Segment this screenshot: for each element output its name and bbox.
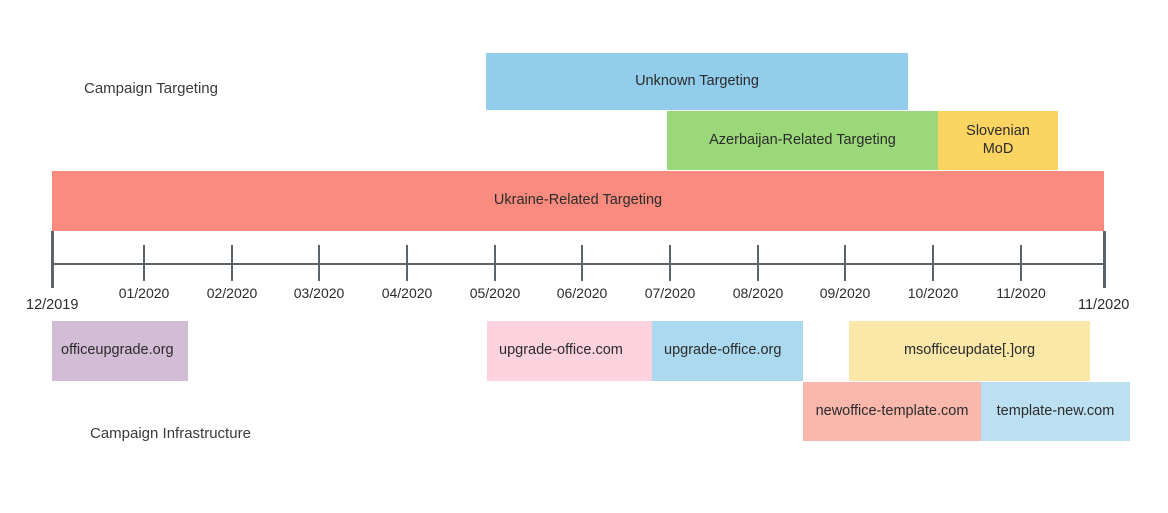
axis-tick-03-2020	[318, 245, 320, 281]
bar-label-azerbaijan-related-targeting: Azerbaijan-Related Targeting	[709, 131, 896, 148]
bar-label-template-new-com: template-new.com	[996, 402, 1115, 419]
axis-tick-label-04-2020: 04/2020	[381, 285, 433, 301]
axis-tick-02-2020	[231, 245, 233, 281]
axis-tick-11-2020	[1020, 245, 1022, 281]
bar-ukraine-related-targeting: Ukraine-Related Targeting	[52, 171, 1104, 231]
bar-newoffice-template-com: newoffice-template.com	[803, 382, 981, 441]
section-label-campaign-infrastructure: Campaign Infrastructure	[90, 425, 251, 442]
axis-tick-label-08-2020: 08/2020	[732, 285, 784, 301]
axis-tick-label-05-2020: 05/2020	[469, 285, 521, 301]
axis-start-label: 12/2019	[26, 297, 79, 313]
axis-tick-label-09-2020: 09/2020	[819, 285, 871, 301]
section-label-campaign-targeting: Campaign Targeting	[84, 80, 218, 97]
bar-label-officeupgrade-org: officeupgrade.org	[61, 342, 174, 359]
bar-slovenian-mod: Slovenian MoD	[938, 111, 1058, 170]
axis-tick-label-11-2020: 11/2020	[996, 285, 1046, 301]
axis-tick-06-2020	[581, 245, 583, 281]
axis-tick-08-2020	[757, 245, 759, 281]
axis-tick-01-2020	[143, 245, 145, 281]
bar-label-msofficeupdate-org: msofficeupdate[.]org	[903, 342, 1036, 359]
axis-tick-label-02-2020: 02/2020	[206, 285, 258, 301]
bar-label-newoffice-template-com: newoffice-template.com	[815, 402, 969, 419]
axis-tick-10-2020	[932, 245, 934, 281]
axis-end-label: 11/2020	[1078, 297, 1130, 313]
bar-unknown-targeting: Unknown Targeting	[486, 53, 908, 110]
axis-start-marker	[51, 231, 54, 288]
bar-azerbaijan-related-targeting: Azerbaijan-Related Targeting	[667, 111, 938, 170]
bar-label-ukraine-related-targeting: Ukraine-Related Targeting	[493, 192, 663, 209]
bar-label-upgrade-office-org: upgrade-office.org	[664, 342, 782, 359]
bar-label-upgrade-office-com: upgrade-office.com	[499, 342, 623, 359]
axis-line	[52, 263, 1104, 265]
axis-tick-04-2020	[406, 245, 408, 281]
axis-end-marker	[1103, 231, 1106, 288]
bar-label-slovenian-mod: Slovenian MoD	[966, 123, 1030, 157]
axis-tick-07-2020	[669, 245, 671, 281]
bar-label-unknown-targeting: Unknown Targeting	[635, 72, 759, 89]
bar-officeupgrade-org: officeupgrade.org	[52, 321, 188, 381]
bar-upgrade-office-com: upgrade-office.com	[487, 321, 652, 381]
axis-tick-label-01-2020: 01/2020	[118, 285, 170, 301]
axis-tick-09-2020	[844, 245, 846, 281]
bar-upgrade-office-org: upgrade-office.org	[652, 321, 803, 381]
axis-tick-label-07-2020: 07/2020	[644, 285, 696, 301]
axis-tick-label-03-2020: 03/2020	[293, 285, 345, 301]
axis-tick-label-06-2020: 06/2020	[556, 285, 608, 301]
bar-template-new-com: template-new.com	[981, 382, 1130, 441]
axis-tick-05-2020	[494, 245, 496, 281]
axis-tick-label-10-2020: 10/2020	[907, 285, 959, 301]
bar-msofficeupdate-org: msofficeupdate[.]org	[849, 321, 1090, 381]
